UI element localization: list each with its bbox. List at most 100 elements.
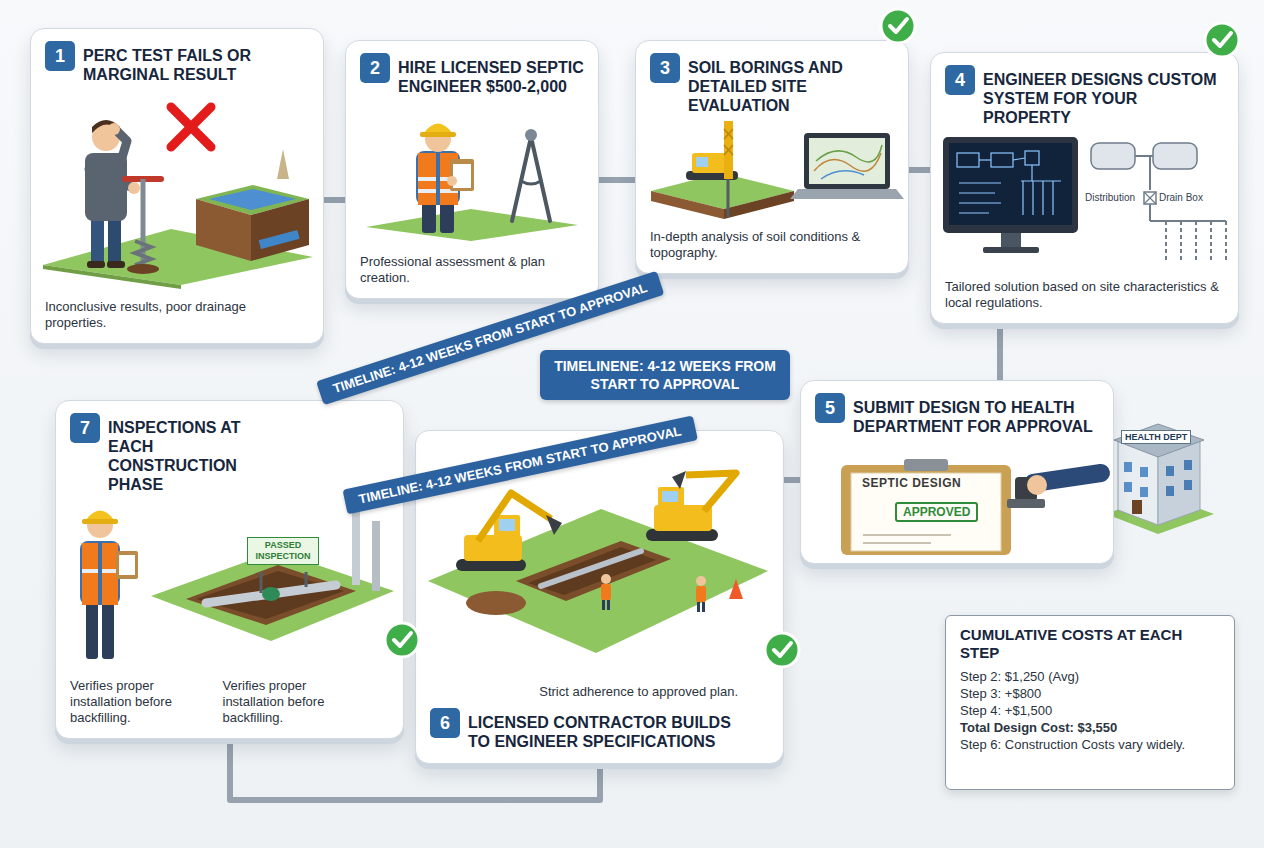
art-shape [447, 176, 457, 186]
art-shape [1140, 487, 1148, 497]
art-shape [82, 543, 118, 605]
art-shape [394, 633, 411, 646]
art-shape [774, 643, 791, 656]
art-shape [658, 487, 684, 509]
art-shape [821, 171, 864, 179]
art-shape [1091, 143, 1135, 169]
art-shape [841, 465, 1011, 555]
art-shape [1184, 480, 1192, 490]
art-shape [983, 247, 1039, 253]
art-shape [1001, 233, 1021, 247]
heading-row: 1PERC TEST FAILS OR MARGINAL RESULT [45, 41, 309, 84]
step-body-group: In-depth analysis of soil conditions & t… [650, 229, 894, 261]
heading-row: 5SUBMIT DESIGN TO HEALTH DEPARTMENT FOR … [815, 393, 1099, 436]
art-shape [696, 157, 708, 167]
art-shape [541, 551, 641, 586]
timeline-box: TIMELINENE: 4-12 WEEKS FROM START TO APP… [540, 350, 790, 400]
art-shape [546, 515, 562, 535]
art-shape [1225, 221, 1227, 261]
art-shape [1166, 221, 1226, 261]
step-number: 4 [945, 65, 975, 95]
step-heading: SOIL BORINGS AND DETAILED SITE EVALUATIO… [688, 53, 894, 115]
step-body: Professional assessment & plan creation. [360, 254, 584, 286]
art-shape [949, 143, 1072, 225]
step-body-group: Professional assessment & plan creation. [360, 254, 584, 286]
step-heading: PERC TEST FAILS OR MARGINAL RESULT [83, 41, 309, 84]
art-shape [86, 601, 98, 659]
art-shape [943, 137, 1078, 233]
art-shape [108, 123, 120, 135]
art-shape [418, 153, 436, 205]
diagram-label: Drain Box [1159, 192, 1203, 203]
art-shape [43, 265, 181, 289]
heading-row: 2HIRE LICENSED SEPTIC ENGINEER $500-2,00… [360, 53, 584, 96]
art-shape [957, 153, 979, 167]
step-body-group: Verifies proper installation before back… [70, 678, 363, 726]
art-shape [206, 585, 336, 603]
step-card: 5SUBMIT DESIGN TO HEALTH DEPARTMENT FOR … [800, 380, 1114, 564]
art-shape [366, 209, 578, 241]
art-shape [1052, 181, 1053, 215]
art-shape [729, 579, 743, 599]
art-shape [102, 601, 114, 659]
art-shape [1153, 143, 1197, 169]
art-shape [420, 132, 456, 137]
art-shape [1184, 460, 1192, 470]
heading-row: 3SOIL BORINGS AND DETAILED SITE EVALUATI… [650, 53, 894, 115]
step-heading: SUBMIT DESIGN TO HEALTH DEPARTMENT FOR A… [853, 393, 1099, 436]
art-shape [196, 571, 344, 619]
art-shape [251, 199, 309, 261]
step-body: Strict adherence to approved plan. [430, 684, 738, 700]
art-shape [262, 587, 280, 601]
flow-connector [599, 177, 635, 183]
heading-row: 6LICENSED CONTRACTOR BUILDS TO ENGINEER … [430, 708, 738, 751]
step-number: 6 [430, 708, 460, 738]
art-shape [43, 229, 313, 285]
art-shape [1166, 466, 1174, 476]
art-shape [102, 569, 118, 573]
art-shape [1132, 500, 1142, 514]
art-shape [686, 473, 736, 511]
art-shape [696, 586, 706, 602]
cost-line: Step 6: Construction Costs vary widely. [960, 736, 1220, 753]
check-mark [765, 633, 799, 667]
art-shape [440, 201, 454, 233]
art-shape [1124, 462, 1132, 472]
art-shape [1021, 180, 1061, 181]
art-shape [1013, 158, 1025, 160]
art-shape [809, 138, 885, 184]
art-shape [418, 189, 436, 193]
diagram-label: Distribution [1085, 192, 1135, 203]
art-shape [662, 491, 678, 502]
art-shape [478, 493, 551, 541]
art-shape [171, 107, 211, 147]
art-shape [171, 107, 211, 147]
art-shape [1210, 221, 1212, 261]
art-shape [790, 189, 904, 199]
art-shape [601, 584, 611, 600]
art-shape [259, 230, 300, 249]
timeline-text: TIMELINENE: 4-12 WEEKS FROM START TO APP… [550, 357, 780, 393]
art-shape [116, 551, 138, 579]
art-shape [352, 511, 360, 585]
art-shape [80, 541, 120, 605]
art-shape [525, 129, 537, 141]
art-shape [851, 473, 1001, 551]
art-shape [453, 164, 471, 188]
check-mark [385, 623, 419, 657]
art-shape [890, 19, 907, 32]
art-shape [702, 602, 705, 612]
art-shape [863, 535, 951, 543]
step-card: 2HIRE LICENSED SEPTIC ENGINEER $500-2,00… [345, 40, 599, 299]
art-shape [696, 576, 706, 586]
art-shape [428, 509, 768, 653]
art-shape [697, 602, 700, 612]
step-card: 3SOIL BORINGS AND DETAILED SITE EVALUATI… [635, 40, 909, 274]
art-shape [1149, 156, 1151, 190]
art-shape [516, 541, 671, 601]
art-shape [1114, 424, 1204, 457]
art-shape [1214, 33, 1231, 46]
art-shape [1166, 486, 1174, 496]
